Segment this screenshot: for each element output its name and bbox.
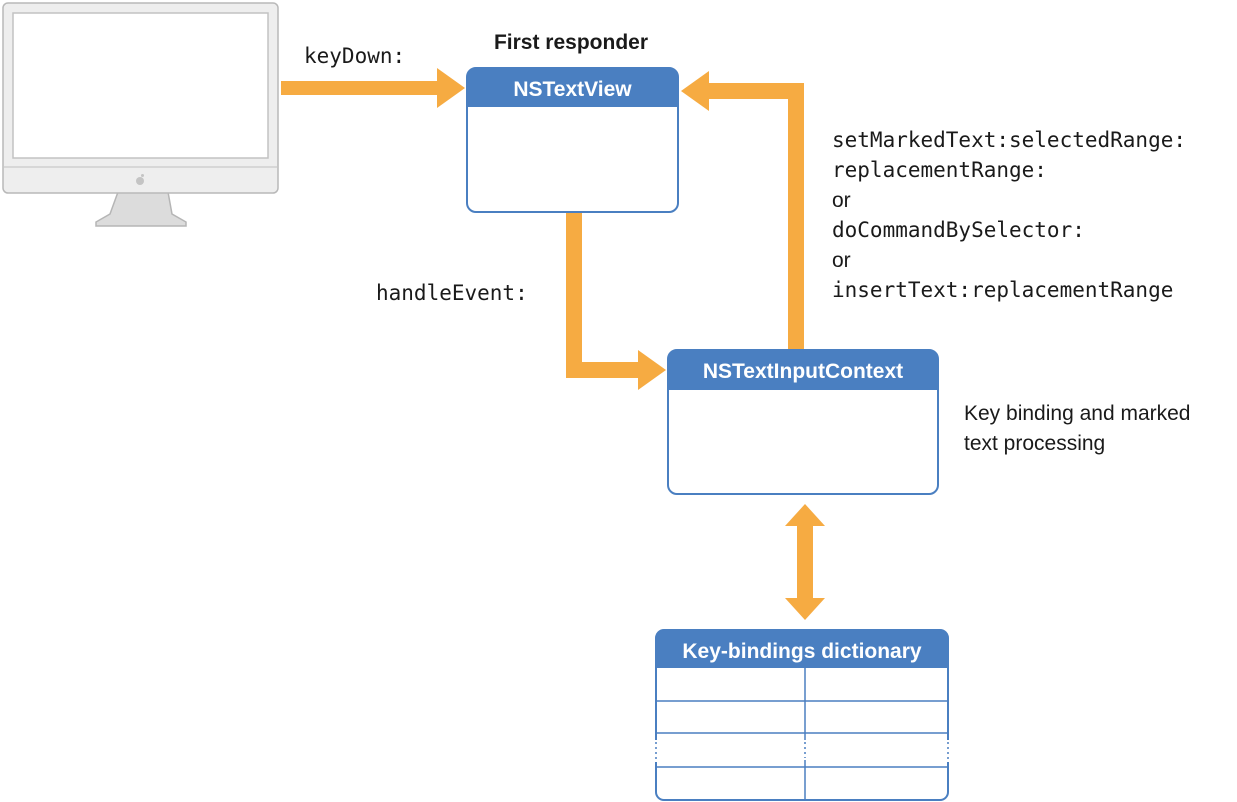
callback-arrow (681, 71, 804, 350)
callback-line-set-marked-text: setMarkedText:selectedRange: (832, 128, 1186, 152)
key-down-arrow (281, 68, 465, 108)
callback-or-1: or (832, 189, 851, 212)
key-down-label: keyDown: (304, 44, 405, 68)
key-bindings-table (652, 668, 952, 800)
key-bindings-header (656, 630, 948, 668)
apple-logo-icon (136, 174, 144, 185)
nstextview-header (467, 68, 678, 107)
key-bindings-dictionary-box: Key-bindings dictionary (652, 629, 952, 801)
first-responder-label: First responder (494, 31, 648, 54)
callback-line-insert-text: insertText:replacementRange (832, 278, 1173, 302)
computer-icon (2, 2, 279, 227)
monitor-stand (95, 191, 187, 227)
handle-event-arrow (566, 212, 666, 390)
callback-or-2: or (832, 249, 851, 272)
nstextinputcontext-box: NSTextInputContext (667, 349, 939, 495)
monitor-screen (12, 12, 269, 159)
key-bindings-double-arrow (785, 504, 825, 620)
processing-line-2: text processing (964, 432, 1105, 455)
nstextview-box: NSTextView (466, 67, 679, 213)
nstextinputcontext-header (668, 350, 938, 390)
handle-event-label: handleEvent: (376, 281, 528, 305)
arrows (281, 68, 825, 620)
key-bindings-title: Key-bindings dictionary (682, 640, 922, 663)
callback-methods-label: setMarkedText:selectedRange: replacement… (832, 128, 1186, 302)
processing-line-1: Key binding and marked (964, 402, 1190, 425)
callback-line-replacement-range: replacementRange: (832, 158, 1047, 182)
processing-description: Key binding and marked text processing (964, 402, 1190, 455)
nstextview-title: NSTextView (513, 78, 632, 101)
nstextinputcontext-title: NSTextInputContext (703, 360, 903, 383)
callback-line-do-command: doCommandBySelector: (832, 218, 1085, 242)
